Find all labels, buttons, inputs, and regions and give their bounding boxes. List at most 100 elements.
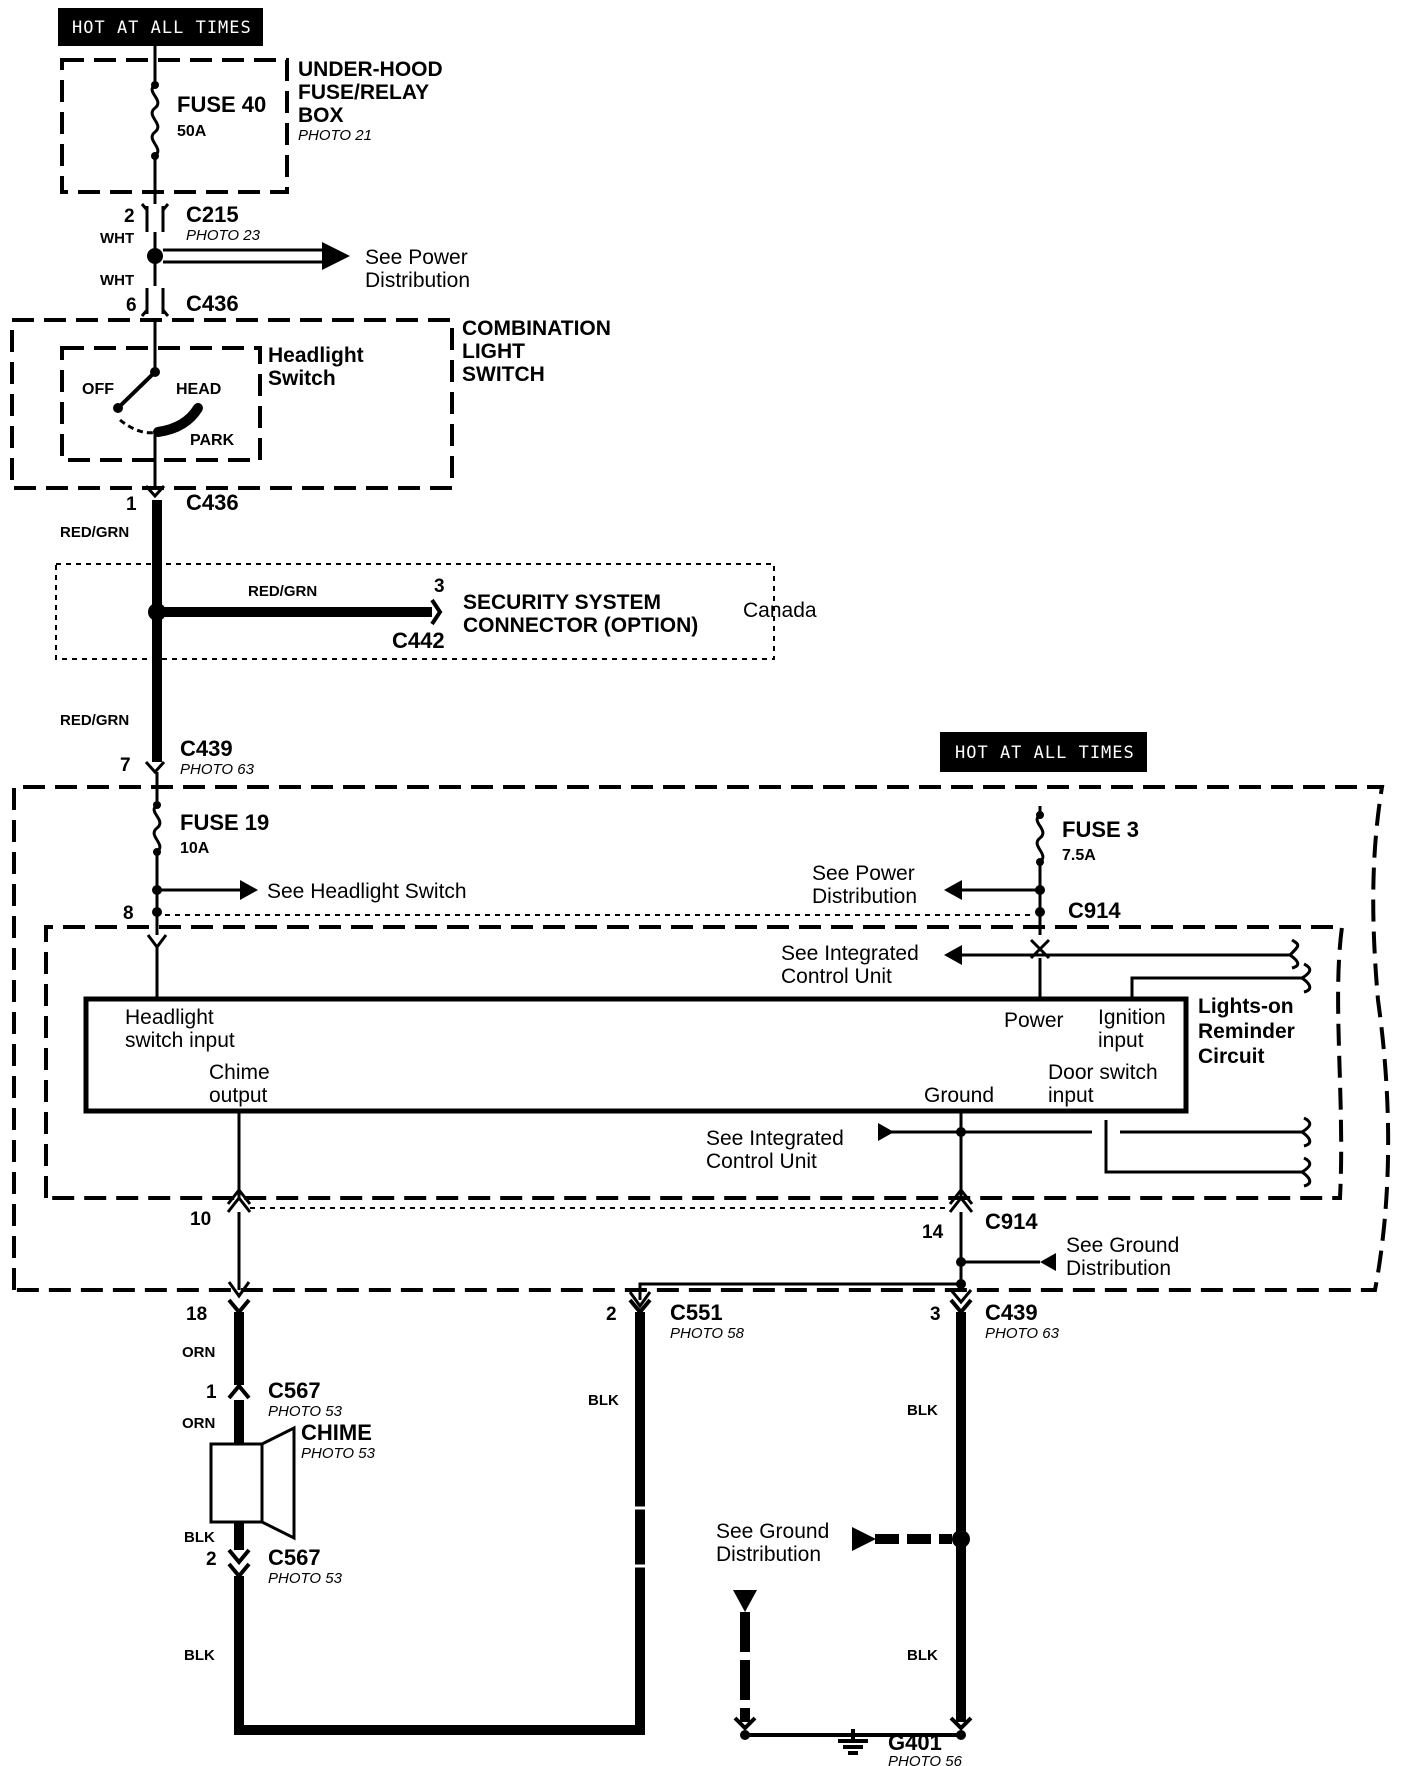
c439-bottom-photo: PHOTO 63 xyxy=(985,1325,1060,1342)
svg-text:7: 7 xyxy=(120,755,131,776)
security-title-2: CONNECTOR (OPTION) xyxy=(463,614,698,637)
see-ground-1-line1: See Ground xyxy=(1066,1234,1179,1257)
see-power-arrow-1 xyxy=(163,248,330,264)
underhood-title-1: UNDER-HOOD xyxy=(298,58,443,81)
ignition-label-1: Ignition xyxy=(1098,1006,1166,1029)
combination-light-switch-outline xyxy=(10,318,454,490)
wire-color-red-grn-3: RED/GRN xyxy=(60,712,129,729)
wire-color-blk-c439-2: BLK xyxy=(907,1647,938,1664)
security-connector-outline xyxy=(55,563,775,660)
headlight-switch-title-1: Headlight xyxy=(268,344,364,367)
svg-text:1: 1 xyxy=(126,494,137,515)
combination-title-2: LIGHT xyxy=(462,340,525,363)
pin-18: 18 xyxy=(186,1304,207,1325)
see-icu-1-line2: Control Unit xyxy=(781,965,892,988)
wire-color-wht-1: WHT xyxy=(100,230,134,247)
fuse3-symbol xyxy=(1035,806,1045,935)
ignition-label-2: input xyxy=(1098,1029,1144,1052)
c439-top-photo: PHOTO 63 xyxy=(180,761,255,778)
c436-bottom-label: C436 xyxy=(186,490,239,515)
wire-blk-chime-to-c551 xyxy=(234,1312,645,1735)
fuse3-label: FUSE 3 xyxy=(1062,817,1139,842)
combination-title-3: SWITCH xyxy=(462,363,545,386)
c215-label: C215 xyxy=(186,202,239,227)
see-icu-2-line1: See Integrated xyxy=(706,1127,844,1150)
fuse19-symbol xyxy=(152,772,162,935)
headlight-switch-park-contact xyxy=(119,418,159,435)
c567-top-photo: PHOTO 53 xyxy=(268,1403,343,1420)
see-icu-2-line2: Control Unit xyxy=(706,1150,817,1173)
wire-color-orn-2: ORN xyxy=(182,1415,215,1432)
underhood-photo: PHOTO 21 xyxy=(298,127,372,144)
g401-label: G401 xyxy=(888,1730,942,1755)
wire-color-blk-chime-2: BLK xyxy=(184,1647,215,1664)
c551-photo: PHOTO 58 xyxy=(670,1325,745,1342)
c215-photo: PHOTO 23 xyxy=(186,227,261,244)
pin-10: 10 xyxy=(190,1209,211,1230)
c442-label: C442 xyxy=(392,628,445,653)
wire-color-red-grn-1: RED/GRN xyxy=(60,524,129,541)
fuse40-label: FUSE 40 xyxy=(177,92,266,117)
pin-8: 8 xyxy=(123,903,134,924)
door-switch-label-1: Door switch xyxy=(1048,1061,1158,1084)
c551-label: C551 xyxy=(670,1300,723,1325)
lights-on-reminder-module xyxy=(83,996,1189,1114)
fuse40-symbol xyxy=(150,46,160,190)
lights-on-title-1: Lights-on xyxy=(1198,995,1294,1018)
svg-text:2: 2 xyxy=(124,206,135,227)
see-headlight-switch: See Headlight Switch xyxy=(267,880,467,903)
chime-speaker-icon xyxy=(209,1425,296,1541)
c439-top-label: C439 xyxy=(180,736,233,761)
svg-text:HOT AT ALL TIMES: HOT AT ALL TIMES xyxy=(955,743,1135,763)
see-power-2-line2: Distribution xyxy=(812,885,917,908)
see-power-1-line2: Distribution xyxy=(365,269,470,292)
combination-title-1: COMBINATION xyxy=(462,317,611,340)
hot-at-all-times-tag-top: HOT AT ALL TIMES xyxy=(58,8,263,46)
c567-top-label: C567 xyxy=(268,1378,321,1403)
see-power-1-line1: See Power xyxy=(365,246,468,269)
c914-bottom-label: C914 xyxy=(985,1209,1038,1234)
see-ground-1-line2: Distribution xyxy=(1066,1257,1171,1280)
power-label: Power xyxy=(1004,1009,1064,1032)
c567-bottom-photo: PHOTO 53 xyxy=(268,1570,343,1587)
svg-text:1: 1 xyxy=(206,1382,217,1403)
wire-color-blk-c439-1: BLK xyxy=(907,1402,938,1419)
chime-photo: PHOTO 53 xyxy=(301,1445,376,1462)
integrated-control-unit-outline xyxy=(44,925,1345,1200)
pin-14: 14 xyxy=(922,1222,944,1243)
hot-at-all-times-tag-right: HOT AT ALL TIMES xyxy=(940,732,1147,772)
g401-photo: PHOTO 56 xyxy=(888,1753,963,1766)
c436-top-label: C436 xyxy=(186,291,239,316)
svg-text:3: 3 xyxy=(930,1304,941,1325)
connector-c215 xyxy=(140,203,170,232)
underdash-fuse-box-outline xyxy=(12,785,1391,1292)
wire-color-blk-c551: BLK xyxy=(588,1392,619,1409)
ground-label: Ground xyxy=(924,1084,994,1107)
headlight-switch-title-2: Switch xyxy=(268,367,336,390)
c914-top-label: C914 xyxy=(1068,898,1121,923)
underhood-fuse-box-outline xyxy=(60,58,289,194)
connector-c436-top xyxy=(140,288,170,317)
svg-text:6: 6 xyxy=(126,295,137,316)
wire-color-wht-2: WHT xyxy=(100,272,134,289)
c439-bottom-label: C439 xyxy=(985,1300,1038,1325)
svg-text:2: 2 xyxy=(606,1304,617,1325)
fuse19-rating: 10A xyxy=(180,840,210,857)
svg-text:3: 3 xyxy=(434,576,445,597)
connector-c439-top xyxy=(144,760,166,775)
svg-text:2: 2 xyxy=(206,1549,217,1570)
switch-park-label: PARK xyxy=(190,432,235,449)
underhood-title-3: BOX xyxy=(298,104,344,127)
underhood-title-2: FUSE/RELAY xyxy=(298,81,429,104)
chime-output-label-1: Chime xyxy=(209,1061,270,1084)
lights-on-title-3: Circuit xyxy=(1198,1045,1265,1068)
wire-color-blk-chime-1: BLK xyxy=(184,1529,215,1546)
wire-color-orn-1: ORN xyxy=(182,1344,215,1361)
connector-c436-bottom xyxy=(144,484,166,499)
security-title-1: SECURITY SYSTEM xyxy=(463,591,661,614)
headlight-switch-blade xyxy=(116,370,157,410)
headlight-input-label-2: switch input xyxy=(125,1029,235,1052)
see-power-2-line1: See Power xyxy=(812,862,915,885)
see-ground-2-line1: See Ground xyxy=(716,1520,829,1543)
